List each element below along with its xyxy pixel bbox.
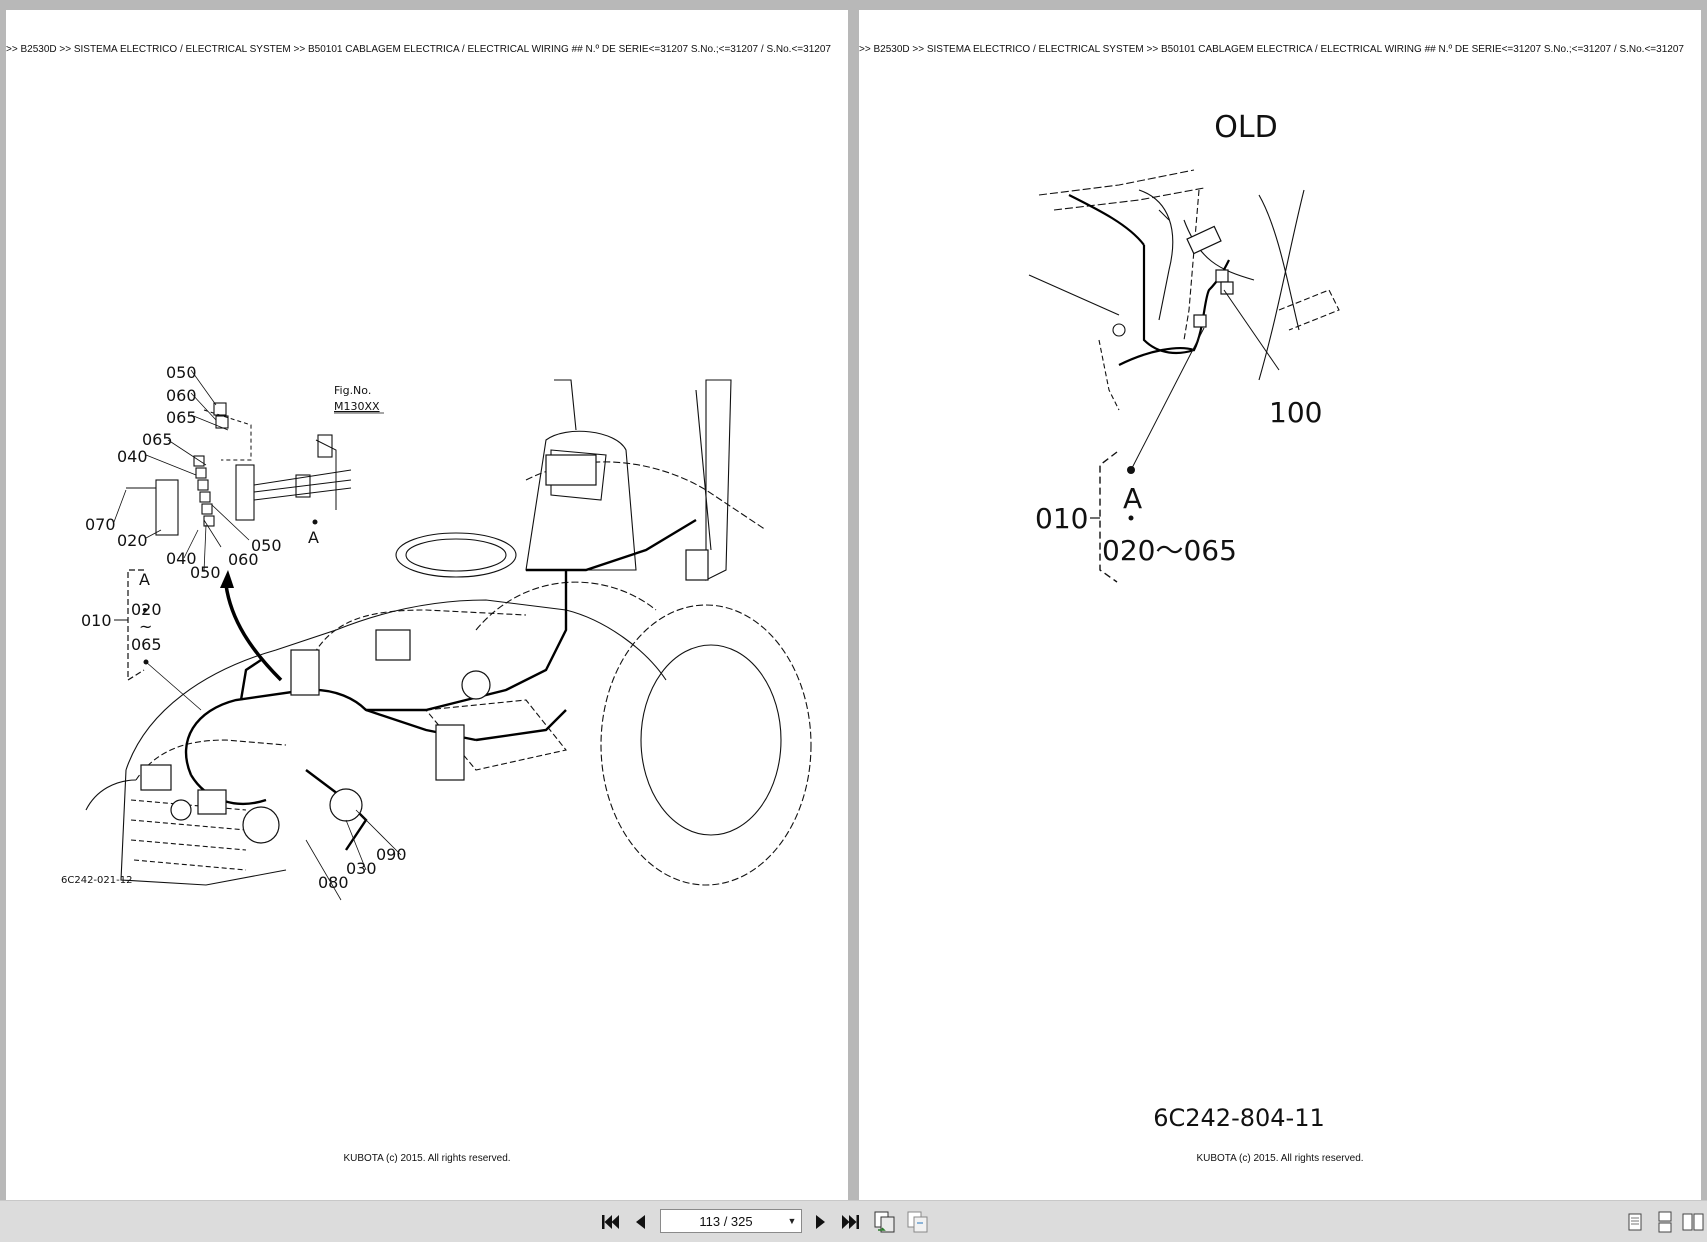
bracket-020: 020	[131, 600, 162, 619]
copyright: KUBOTA (c) 2015. All rights reserved.	[1196, 1153, 1364, 1164]
copyright: KUBOTA (c) 2015. All rights reserved.	[343, 1153, 511, 1164]
callout-040: 040	[117, 447, 148, 466]
prev-page-icon[interactable]	[627, 1209, 653, 1235]
breadcrumb: >> B2530D >> SISTEMA ELÉCTRICO / ELECTRI…	[6, 44, 831, 55]
drawing-code: 6C242-804-11	[1153, 1104, 1325, 1132]
compare-pages-icon[interactable]	[905, 1209, 931, 1235]
bracket-065: 065	[131, 635, 162, 654]
callout-065: 065	[142, 430, 173, 449]
callout-100: 100	[1269, 396, 1322, 429]
detail-heading: OLD	[1214, 110, 1277, 145]
callout-A: A	[1123, 482, 1142, 515]
drawing-code: 6C242-021-12	[61, 875, 132, 886]
callout-030: 030	[346, 859, 377, 878]
page-indicator: 113 / 325	[699, 1213, 753, 1229]
callout-060: 060	[228, 550, 259, 569]
viewer-toolbar: 113 / 325 ▼	[0, 1200, 1707, 1242]
callout-040: 040	[166, 549, 197, 568]
callout-A: A	[308, 528, 319, 547]
last-page-icon[interactable]	[838, 1209, 864, 1235]
figure-ref-label: Fig.No.	[334, 384, 371, 397]
single-page-view-icon[interactable]	[1622, 1209, 1648, 1235]
figure-ref-value: M130XX	[334, 400, 380, 413]
callout-range: 020～065	[1102, 534, 1237, 567]
callout-080: 080	[318, 873, 349, 892]
callout-070: 070	[85, 515, 116, 534]
right-page: >> B2530D >> SISTEMA ELÉCTRICO / ELECTRI…	[859, 10, 1701, 1200]
callout-050: 050	[190, 563, 221, 582]
callout-065: 065	[166, 408, 197, 427]
bracket-A: A	[139, 570, 150, 589]
wiring-diagram: 050 060 065 065 040 070 020 040 050 060 …	[61, 363, 812, 901]
callout-010: 010	[81, 611, 112, 630]
bracket-tilde: ~	[139, 617, 152, 636]
callout-090: 090	[376, 845, 407, 864]
breadcrumb: >> B2530D >> SISTEMA ELÉCTRICO / ELECTRI…	[859, 44, 1684, 55]
two-page-view-icon[interactable]	[1680, 1209, 1706, 1235]
callout-050: 050	[251, 536, 282, 555]
chevron-down-icon[interactable]: ▼	[787, 1216, 797, 1226]
callout-010: 010	[1035, 502, 1088, 535]
continuous-view-icon[interactable]	[1652, 1209, 1678, 1235]
left-page: >> B2530D >> SISTEMA ELÉCTRICO / ELECTRI…	[6, 10, 848, 1200]
callout-020: 020	[117, 531, 148, 550]
next-page-icon[interactable]	[808, 1209, 834, 1235]
page-number-field[interactable]: 113 / 325 ▼	[660, 1209, 802, 1233]
callout-050: 050	[166, 363, 197, 382]
first-page-icon[interactable]	[597, 1209, 623, 1235]
callout-060: 060	[166, 386, 197, 405]
old-wiring-detail: OLD	[1028, 110, 1340, 1132]
sync-pages-icon[interactable]	[872, 1209, 898, 1235]
